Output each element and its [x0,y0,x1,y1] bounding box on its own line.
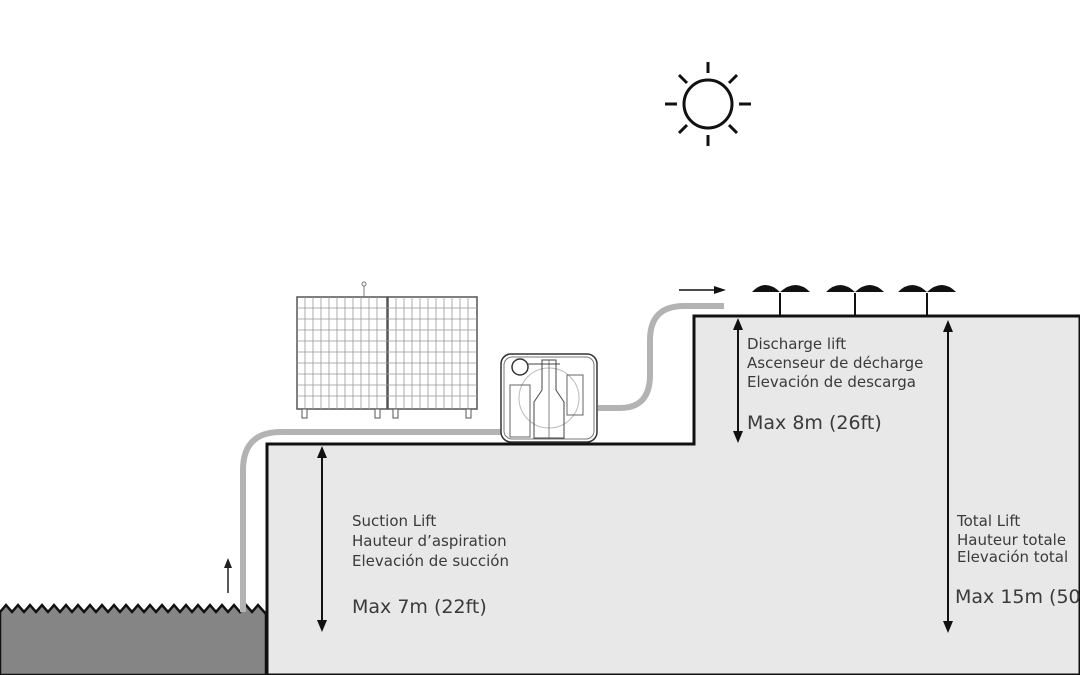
suction-label-en: Suction Lift [352,512,436,530]
total-max-value: Max 15m (50ft) [955,586,1080,608]
sun-icon [665,62,751,146]
discharge-lift-arrow [733,318,743,443]
water-icon [0,603,268,675]
total-label-en: Total Lift [956,512,1020,530]
suction-max-value: Max 7m (22ft) [352,596,487,618]
ground-terrain [265,314,1080,675]
suction-pipe [240,429,505,612]
total-lift-arrow [943,320,953,633]
solar-panel-icon [296,281,478,419]
discharge-max-value: Max 8m (26ft) [747,412,882,434]
suction-lift-arrow [317,446,327,632]
pump-icon [500,353,598,443]
plant-icon [752,285,810,316]
discharge-label-fr: Ascenseur de décharge [747,354,923,372]
flow-arrow-up-icon [224,558,232,593]
total-label-es: Elevación total [957,548,1068,566]
plant-icon [898,285,956,316]
discharge-label-es: Elevación de descarga [747,373,916,391]
total-label-fr: Hauteur totale [957,531,1066,549]
flow-arrow-right-icon [679,286,726,294]
plant-icon [826,285,884,316]
suction-label-fr: Hauteur d’aspiration [352,532,507,550]
suction-label-es: Elevación de succión [352,552,509,570]
discharge-label-en: Discharge lift [747,335,846,353]
discharge-pipe [598,303,724,411]
